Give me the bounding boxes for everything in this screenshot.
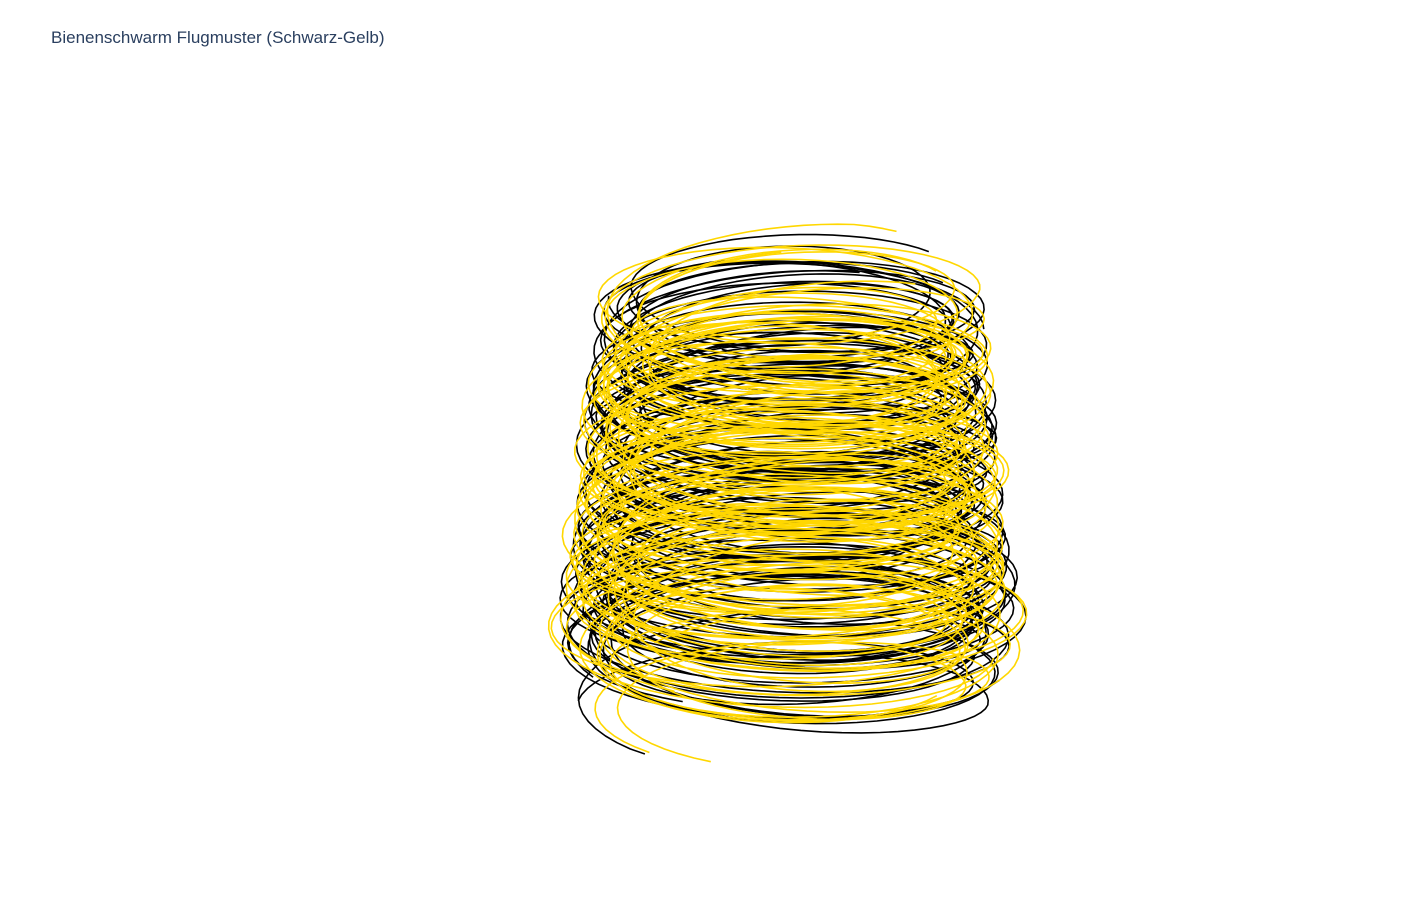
trajectory-line <box>547 292 1001 709</box>
trajectory-line <box>560 273 1007 718</box>
trajectory-line <box>565 248 1005 721</box>
trajectory-line <box>572 251 1004 696</box>
trajectory-line <box>574 244 1005 754</box>
trace-group <box>547 223 1028 763</box>
chart-title: Bienenschwarm Flugmuster (Schwarz-Gelb) <box>51 28 385 47</box>
